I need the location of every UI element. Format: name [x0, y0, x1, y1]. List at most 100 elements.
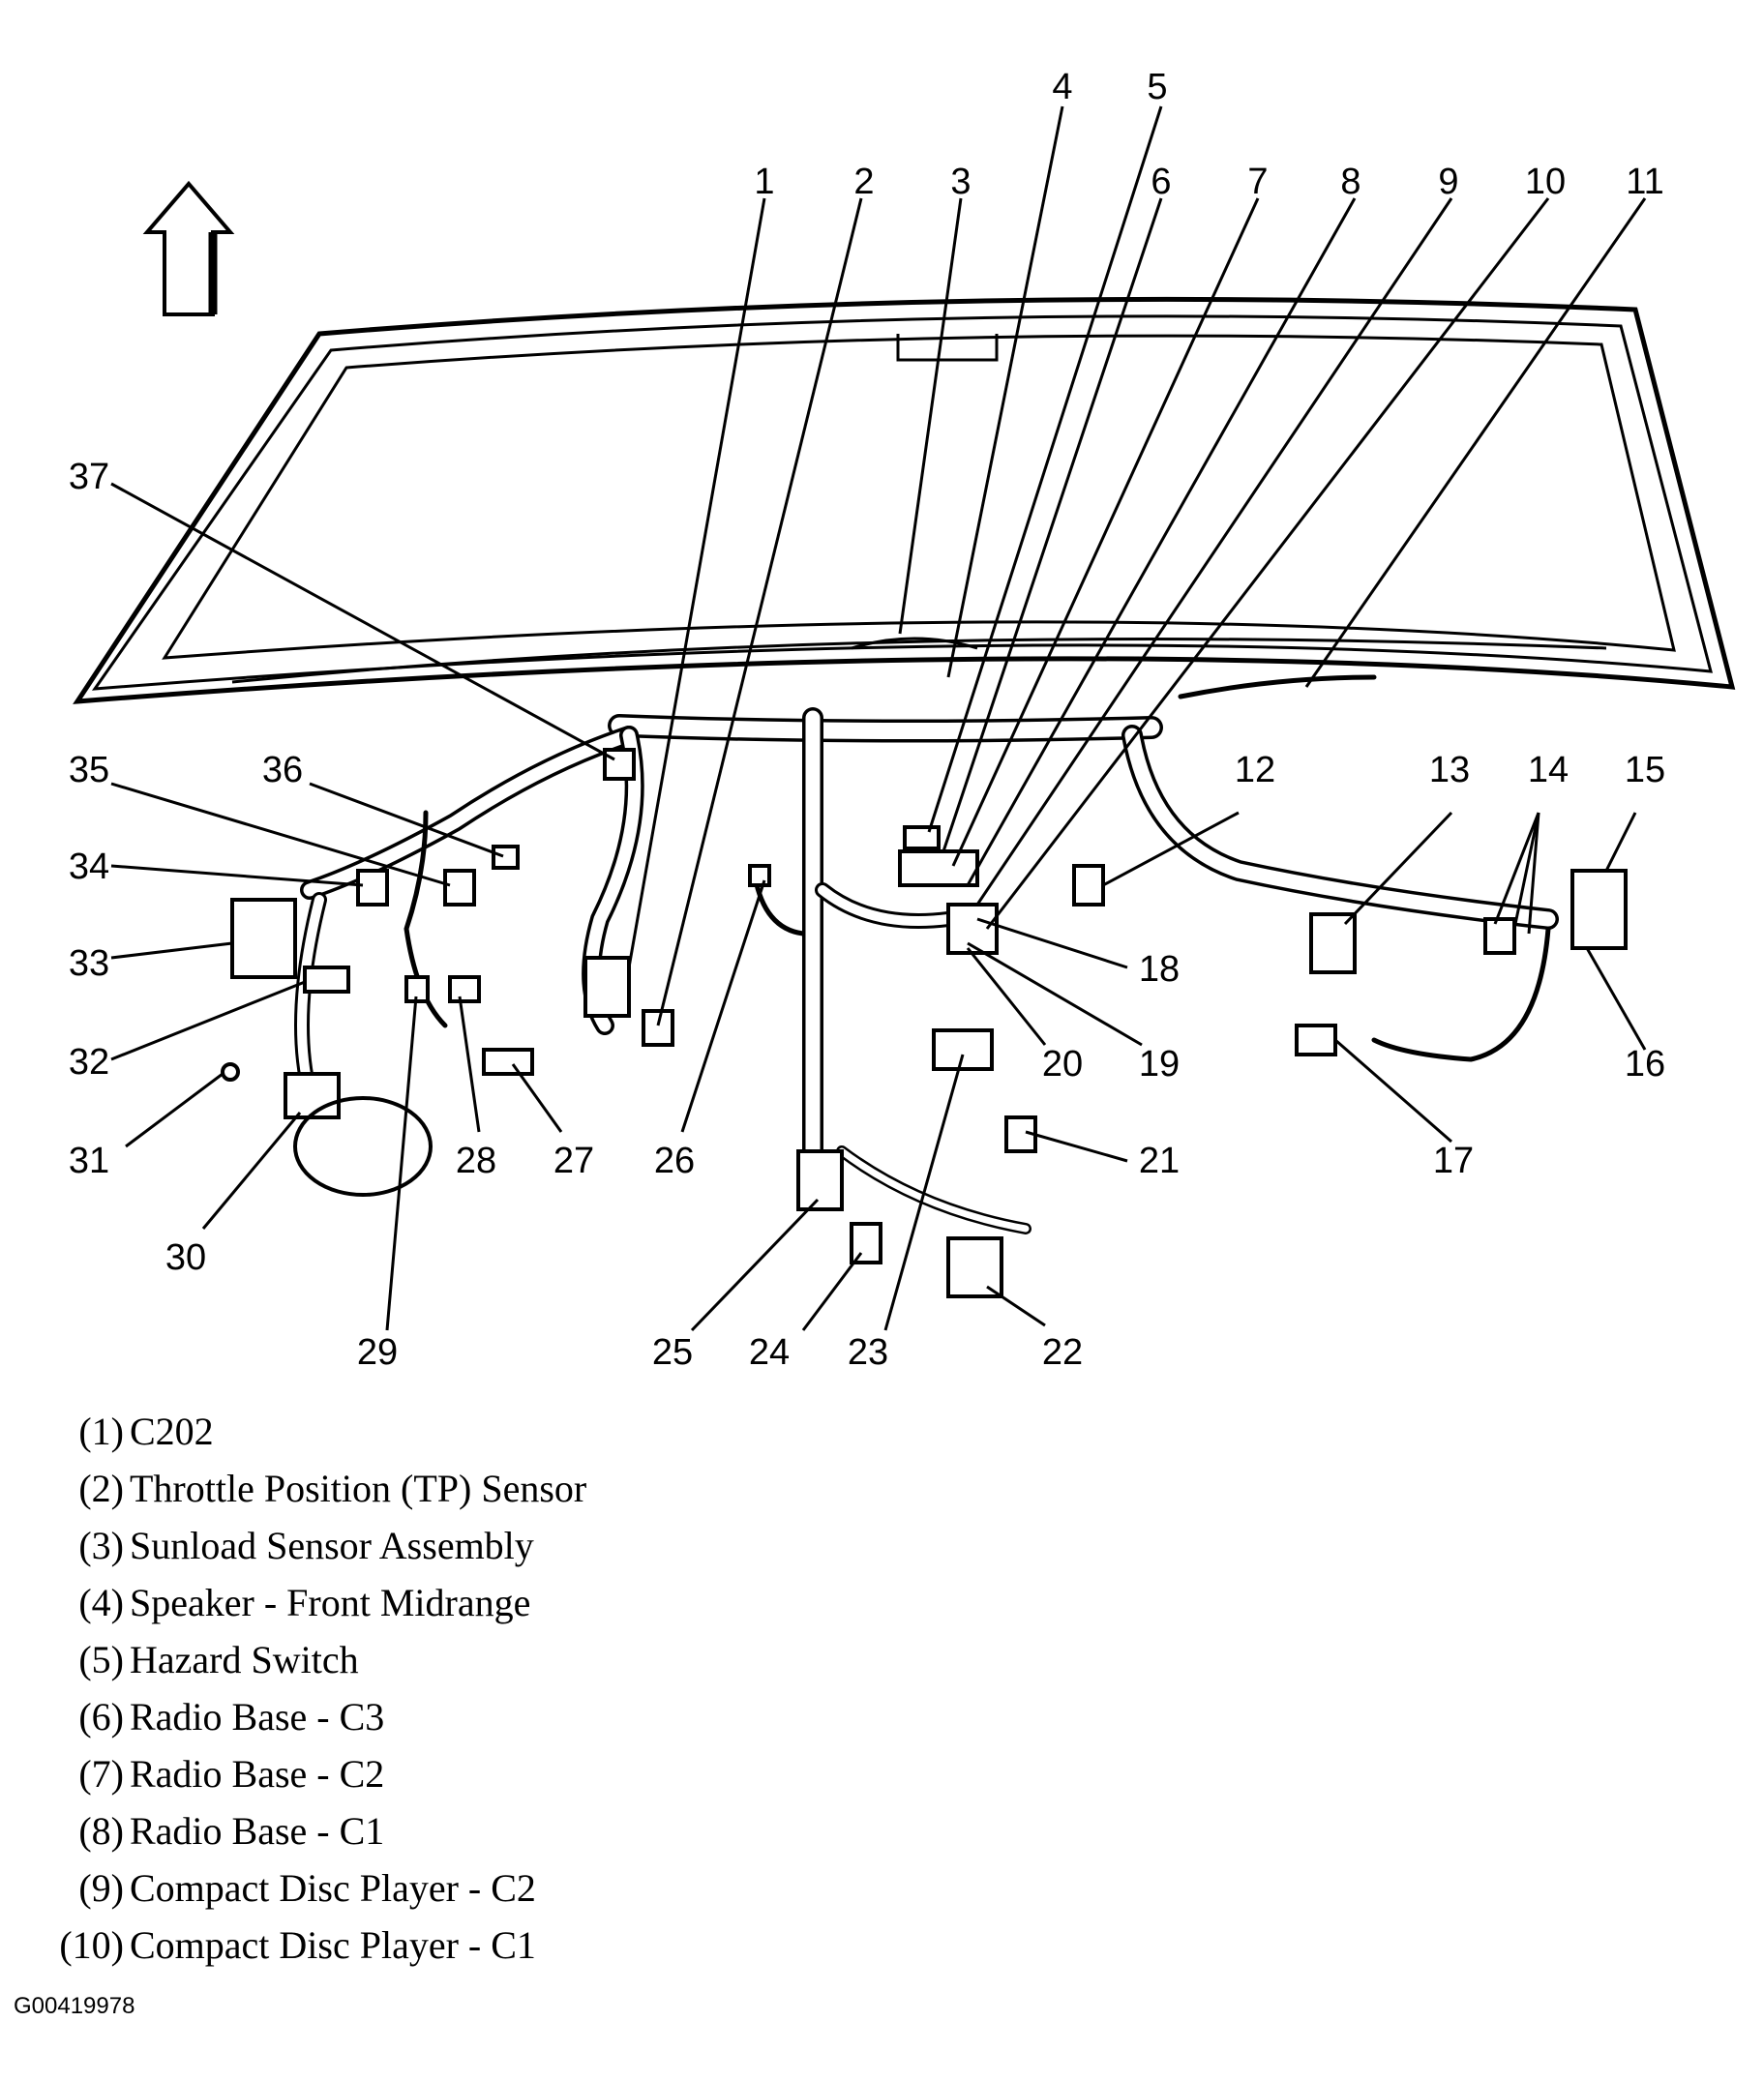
callout-37: 37: [69, 457, 109, 497]
legend-label: Radio Base - C3: [130, 1695, 385, 1739]
component-23: [932, 1028, 994, 1071]
legend-label: Radio Base - C2: [130, 1752, 385, 1796]
component-hazard-switch: [903, 825, 941, 850]
callout-5: 5: [1147, 67, 1167, 107]
component-25: [796, 1149, 844, 1211]
callout-28: 28: [456, 1141, 496, 1181]
component-c202: [583, 956, 631, 1018]
component-32: [303, 966, 350, 994]
callout-7: 7: [1247, 162, 1268, 202]
legend-num: (7): [78, 1752, 124, 1796]
callout-2: 2: [853, 162, 874, 202]
callout-31: 31: [69, 1141, 109, 1181]
component-28: [448, 975, 481, 1003]
callout-29: 29: [357, 1332, 398, 1373]
callout-10: 10: [1525, 162, 1566, 202]
component-12: [1072, 864, 1105, 907]
callout-22: 22: [1042, 1332, 1083, 1373]
callout-1: 1: [754, 162, 774, 202]
callout-3: 3: [950, 162, 971, 202]
callout-9: 9: [1438, 162, 1458, 202]
wiring-harness: [294, 674, 1559, 1234]
legend-item: (2)Throttle Position (TP) Sensor: [43, 1460, 586, 1517]
callout-13: 13: [1429, 750, 1470, 790]
callout-36: 36: [262, 750, 303, 790]
callout-15: 15: [1625, 750, 1665, 790]
component-35: [443, 869, 476, 907]
windshield: [73, 296, 1736, 704]
legend-num: (2): [78, 1467, 124, 1510]
component-31: [221, 1062, 240, 1082]
callout-20: 20: [1042, 1044, 1083, 1085]
component-33: [230, 898, 297, 979]
legend-item: (1)C202: [43, 1403, 586, 1460]
callout-27: 27: [553, 1141, 594, 1181]
legend-num: (10): [59, 1923, 124, 1967]
wiring-harness-diagram: 1 2 3 4 5 6 7 8 9 10 11 12 13 14 15 16 1…: [69, 67, 1736, 1373]
legend-label: C202: [130, 1410, 214, 1453]
leader-lines: [110, 105, 1647, 1332]
legend-label: Sunload Sensor Assembly: [130, 1524, 534, 1567]
legend-num: (3): [78, 1524, 124, 1567]
legend-num: (9): [78, 1866, 124, 1910]
callout-35: 35: [69, 750, 109, 790]
component-radio-base: [898, 849, 979, 887]
legend-item: (10)Compact Disc Player - C1: [43, 1917, 586, 1974]
callout-24: 24: [749, 1332, 790, 1373]
component-30: [284, 1072, 341, 1119]
callout-25: 25: [652, 1332, 693, 1373]
component-24: [850, 1222, 882, 1264]
component-15: [1570, 869, 1628, 950]
callout-26: 26: [654, 1141, 695, 1181]
callout-33: 33: [69, 943, 109, 984]
callout-17: 17: [1433, 1141, 1474, 1181]
component-27: [482, 1048, 534, 1076]
callout-6: 6: [1151, 162, 1171, 202]
legend-item: (8)Radio Base - C1: [43, 1802, 586, 1859]
legend-num: (8): [78, 1809, 124, 1853]
component-14: [1483, 917, 1516, 955]
figure-id: G00419978: [14, 1993, 135, 2019]
legend-list: (1)C202 (2)Throttle Position (TP) Sensor…: [43, 1403, 586, 1974]
steering-column: [293, 1096, 433, 1197]
callout-8: 8: [1340, 162, 1360, 202]
callout-4: 4: [1052, 67, 1072, 107]
callout-32: 32: [69, 1042, 109, 1083]
forward-arrow-icon: [142, 180, 235, 316]
legend-label: Compact Disc Player - C1: [130, 1923, 536, 1967]
component-17: [1295, 1024, 1337, 1056]
legend-item: (4)Speaker - Front Midrange: [43, 1574, 586, 1631]
legend-num: (1): [78, 1410, 124, 1453]
component-13: [1309, 912, 1357, 974]
component-26: [748, 864, 771, 887]
callout-18: 18: [1139, 949, 1180, 990]
callout-21: 21: [1139, 1141, 1180, 1181]
legend-label: Hazard Switch: [130, 1638, 359, 1681]
callout-19: 19: [1139, 1044, 1180, 1085]
legend-item: (7)Radio Base - C2: [43, 1745, 586, 1802]
callout-23: 23: [848, 1332, 888, 1373]
legend-item: (6)Radio Base - C3: [43, 1688, 586, 1745]
legend-label: Throttle Position (TP) Sensor: [130, 1467, 587, 1510]
legend-label: Speaker - Front Midrange: [130, 1581, 531, 1624]
legend-item: (3)Sunload Sensor Assembly: [43, 1517, 586, 1574]
callout-numbers: 1 2 3 4 5 6 7 8 9 10 11 12 13 14 15 16 1…: [69, 67, 1665, 1373]
callout-30: 30: [165, 1237, 206, 1278]
legend-label: Compact Disc Player - C2: [130, 1866, 536, 1910]
callout-12: 12: [1235, 750, 1275, 790]
legend-item: (9)Compact Disc Player - C2: [43, 1859, 586, 1917]
component-36: [492, 845, 520, 870]
legend-num: (5): [78, 1638, 124, 1681]
legend-num: (4): [78, 1581, 124, 1624]
callout-34: 34: [69, 847, 109, 887]
legend-num: (6): [78, 1695, 124, 1739]
component-tp-sensor: [642, 1009, 674, 1047]
callout-11: 11: [1626, 162, 1663, 202]
callout-16: 16: [1625, 1044, 1665, 1085]
legend-item: (5)Hazard Switch: [43, 1631, 586, 1688]
component-22: [946, 1236, 1003, 1298]
component-37: [603, 748, 636, 781]
component-34: [356, 869, 389, 907]
callout-14: 14: [1528, 750, 1569, 790]
legend-label: Radio Base - C1: [130, 1809, 385, 1853]
